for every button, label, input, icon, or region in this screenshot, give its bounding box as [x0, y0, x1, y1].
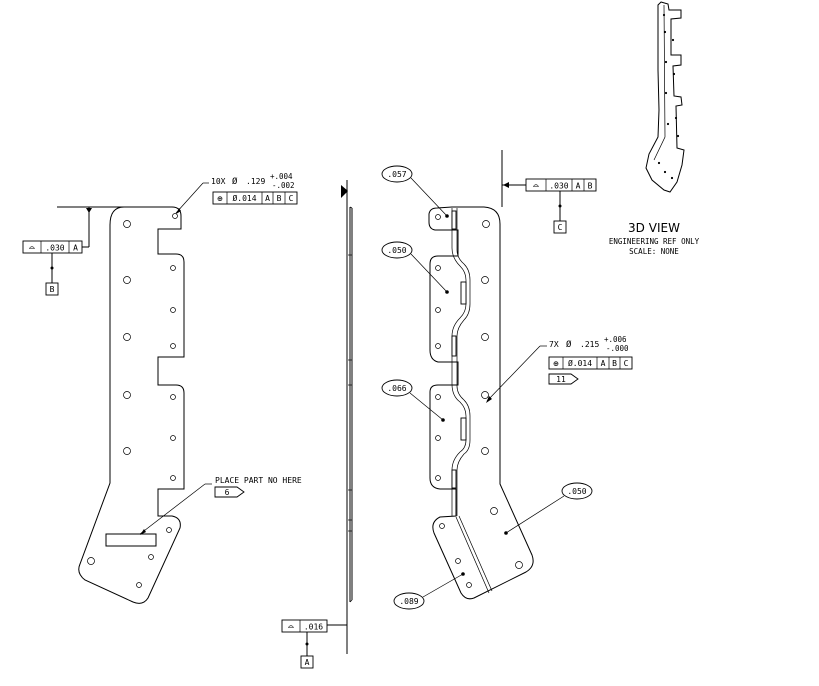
hole-small-fcf-ref-b: B: [277, 194, 282, 203]
flat-view-part: [78, 206, 185, 604]
profile-fcf-bottom: ⌓ .016 A: [281, 619, 347, 669]
profile-right-tol: .030: [549, 182, 568, 191]
hole-large-fcf-symbol: ⊕: [553, 360, 558, 370]
bubble-089-label: .089: [399, 597, 418, 606]
bubble-089: .089: [393, 572, 465, 610]
hole-large-qty: 7X: [549, 340, 559, 349]
datum-c: C: [553, 220, 567, 234]
hole-large-fcf-ref-b: B: [612, 359, 617, 368]
hole-small-fcf-tol: Ø.014: [232, 193, 256, 203]
bubble-050-upper-label: .050: [387, 246, 406, 255]
hole-small-tol-plus: +.004: [270, 172, 293, 181]
profile-fcf-right: ⌓ .030 A B: [525, 178, 597, 192]
datum-a-label: A: [305, 658, 310, 667]
datum-c-label: C: [558, 223, 563, 232]
hole-small-tol-minus: -.002: [272, 181, 295, 190]
bubble-066: .066: [381, 379, 445, 422]
formed-view-part: [428, 206, 534, 600]
hole-small-qty: 10X: [211, 177, 226, 186]
bubble-057-label: .057: [387, 170, 406, 179]
profile-right-ref-a: A: [576, 182, 581, 191]
bubble-050-upper: .050: [381, 241, 449, 294]
part-no-note-text: PLACE PART NO HERE: [215, 476, 302, 485]
hole-small-fcf-ref-c: C: [289, 194, 294, 203]
bubble-066-label: .066: [387, 384, 406, 393]
view3d-title: 3D VIEW: [628, 221, 680, 235]
profile-left-ref: A: [73, 244, 78, 253]
flat-view-holes: [87, 213, 178, 588]
hole-small-dia-symbol: Ø: [232, 176, 238, 187]
profile-right-ref-b: B: [588, 182, 593, 191]
profile-bottom-tol: .016: [304, 623, 323, 632]
hole-small-fcf-symbol: ⊕: [217, 195, 222, 205]
profile-bottom-symbol: ⌓: [288, 623, 294, 633]
view3d-scale: SCALE: NONE: [629, 247, 679, 256]
part-no-note-flag: 6: [225, 488, 230, 497]
hole-small-fcf-ref-a: A: [265, 194, 270, 203]
hole-callout-7x: 7X Ø .215 +.006 -.000 ⊕ Ø.014 A B C 11: [486, 335, 633, 403]
hole-large-dia-symbol: Ø: [566, 339, 572, 350]
hole-large-tol-plus: +.006: [604, 335, 627, 344]
hole-large-fcf-ref-c: C: [624, 359, 629, 368]
profile-left-symbol: ⌓: [29, 244, 35, 254]
bubble-050-lower: .050: [504, 482, 593, 535]
edge-view-part: [341, 180, 353, 654]
hole-callout-10x: 10X Ø .129 +.004 -.002 ⊕ Ø.014 A B C: [175, 172, 298, 214]
hole-large-flag: 11: [556, 375, 566, 384]
hole-large-fcf-tol: Ø.014: [568, 358, 592, 368]
datum-b-label: B: [50, 285, 55, 294]
bubble-050-lower-label: .050: [567, 487, 586, 496]
isometric-part-view: [645, 1, 685, 193]
part-no-note: PLACE PART NO HERE 6: [139, 476, 302, 535]
hole-large-value: .215: [580, 340, 599, 349]
formed-view-holes: [435, 214, 523, 588]
profile-right-symbol: ⌓: [533, 182, 539, 192]
datum-b: B: [45, 282, 59, 296]
hole-large-fcf-ref-a: A: [601, 359, 606, 368]
hole-large-tol-minus: -.000: [606, 344, 629, 353]
hole-small-value: .129: [246, 177, 265, 186]
view3d-subtitle: ENGINEERING REF ONLY: [609, 237, 700, 246]
profile-fcf-left: ⌓ .030 A: [22, 240, 83, 254]
bubble-057: .057: [381, 165, 449, 218]
profile-left-tol: .030: [45, 244, 64, 253]
